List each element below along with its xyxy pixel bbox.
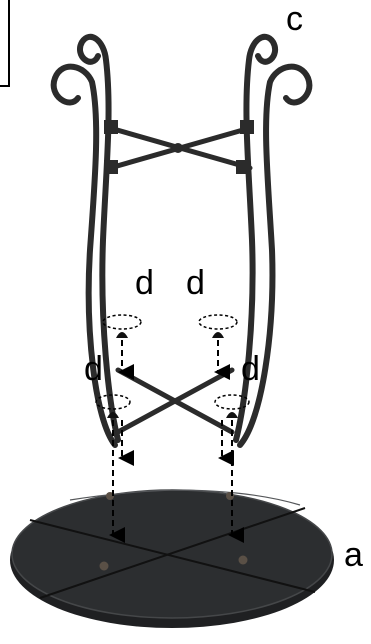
bolt-upper-left bbox=[103, 315, 141, 338]
label-legs: c bbox=[286, 2, 303, 36]
label-bolt-lower-right: d bbox=[241, 352, 260, 386]
brace-brackets bbox=[104, 120, 254, 174]
tabletop bbox=[10, 490, 334, 628]
label-bolt-upper-left: d bbox=[135, 266, 154, 300]
label-tabletop: a bbox=[344, 538, 363, 572]
bolt-upper-right bbox=[199, 315, 237, 338]
label-bolt-upper-right: d bbox=[186, 266, 205, 300]
label-bolt-lower-left: d bbox=[84, 352, 103, 386]
